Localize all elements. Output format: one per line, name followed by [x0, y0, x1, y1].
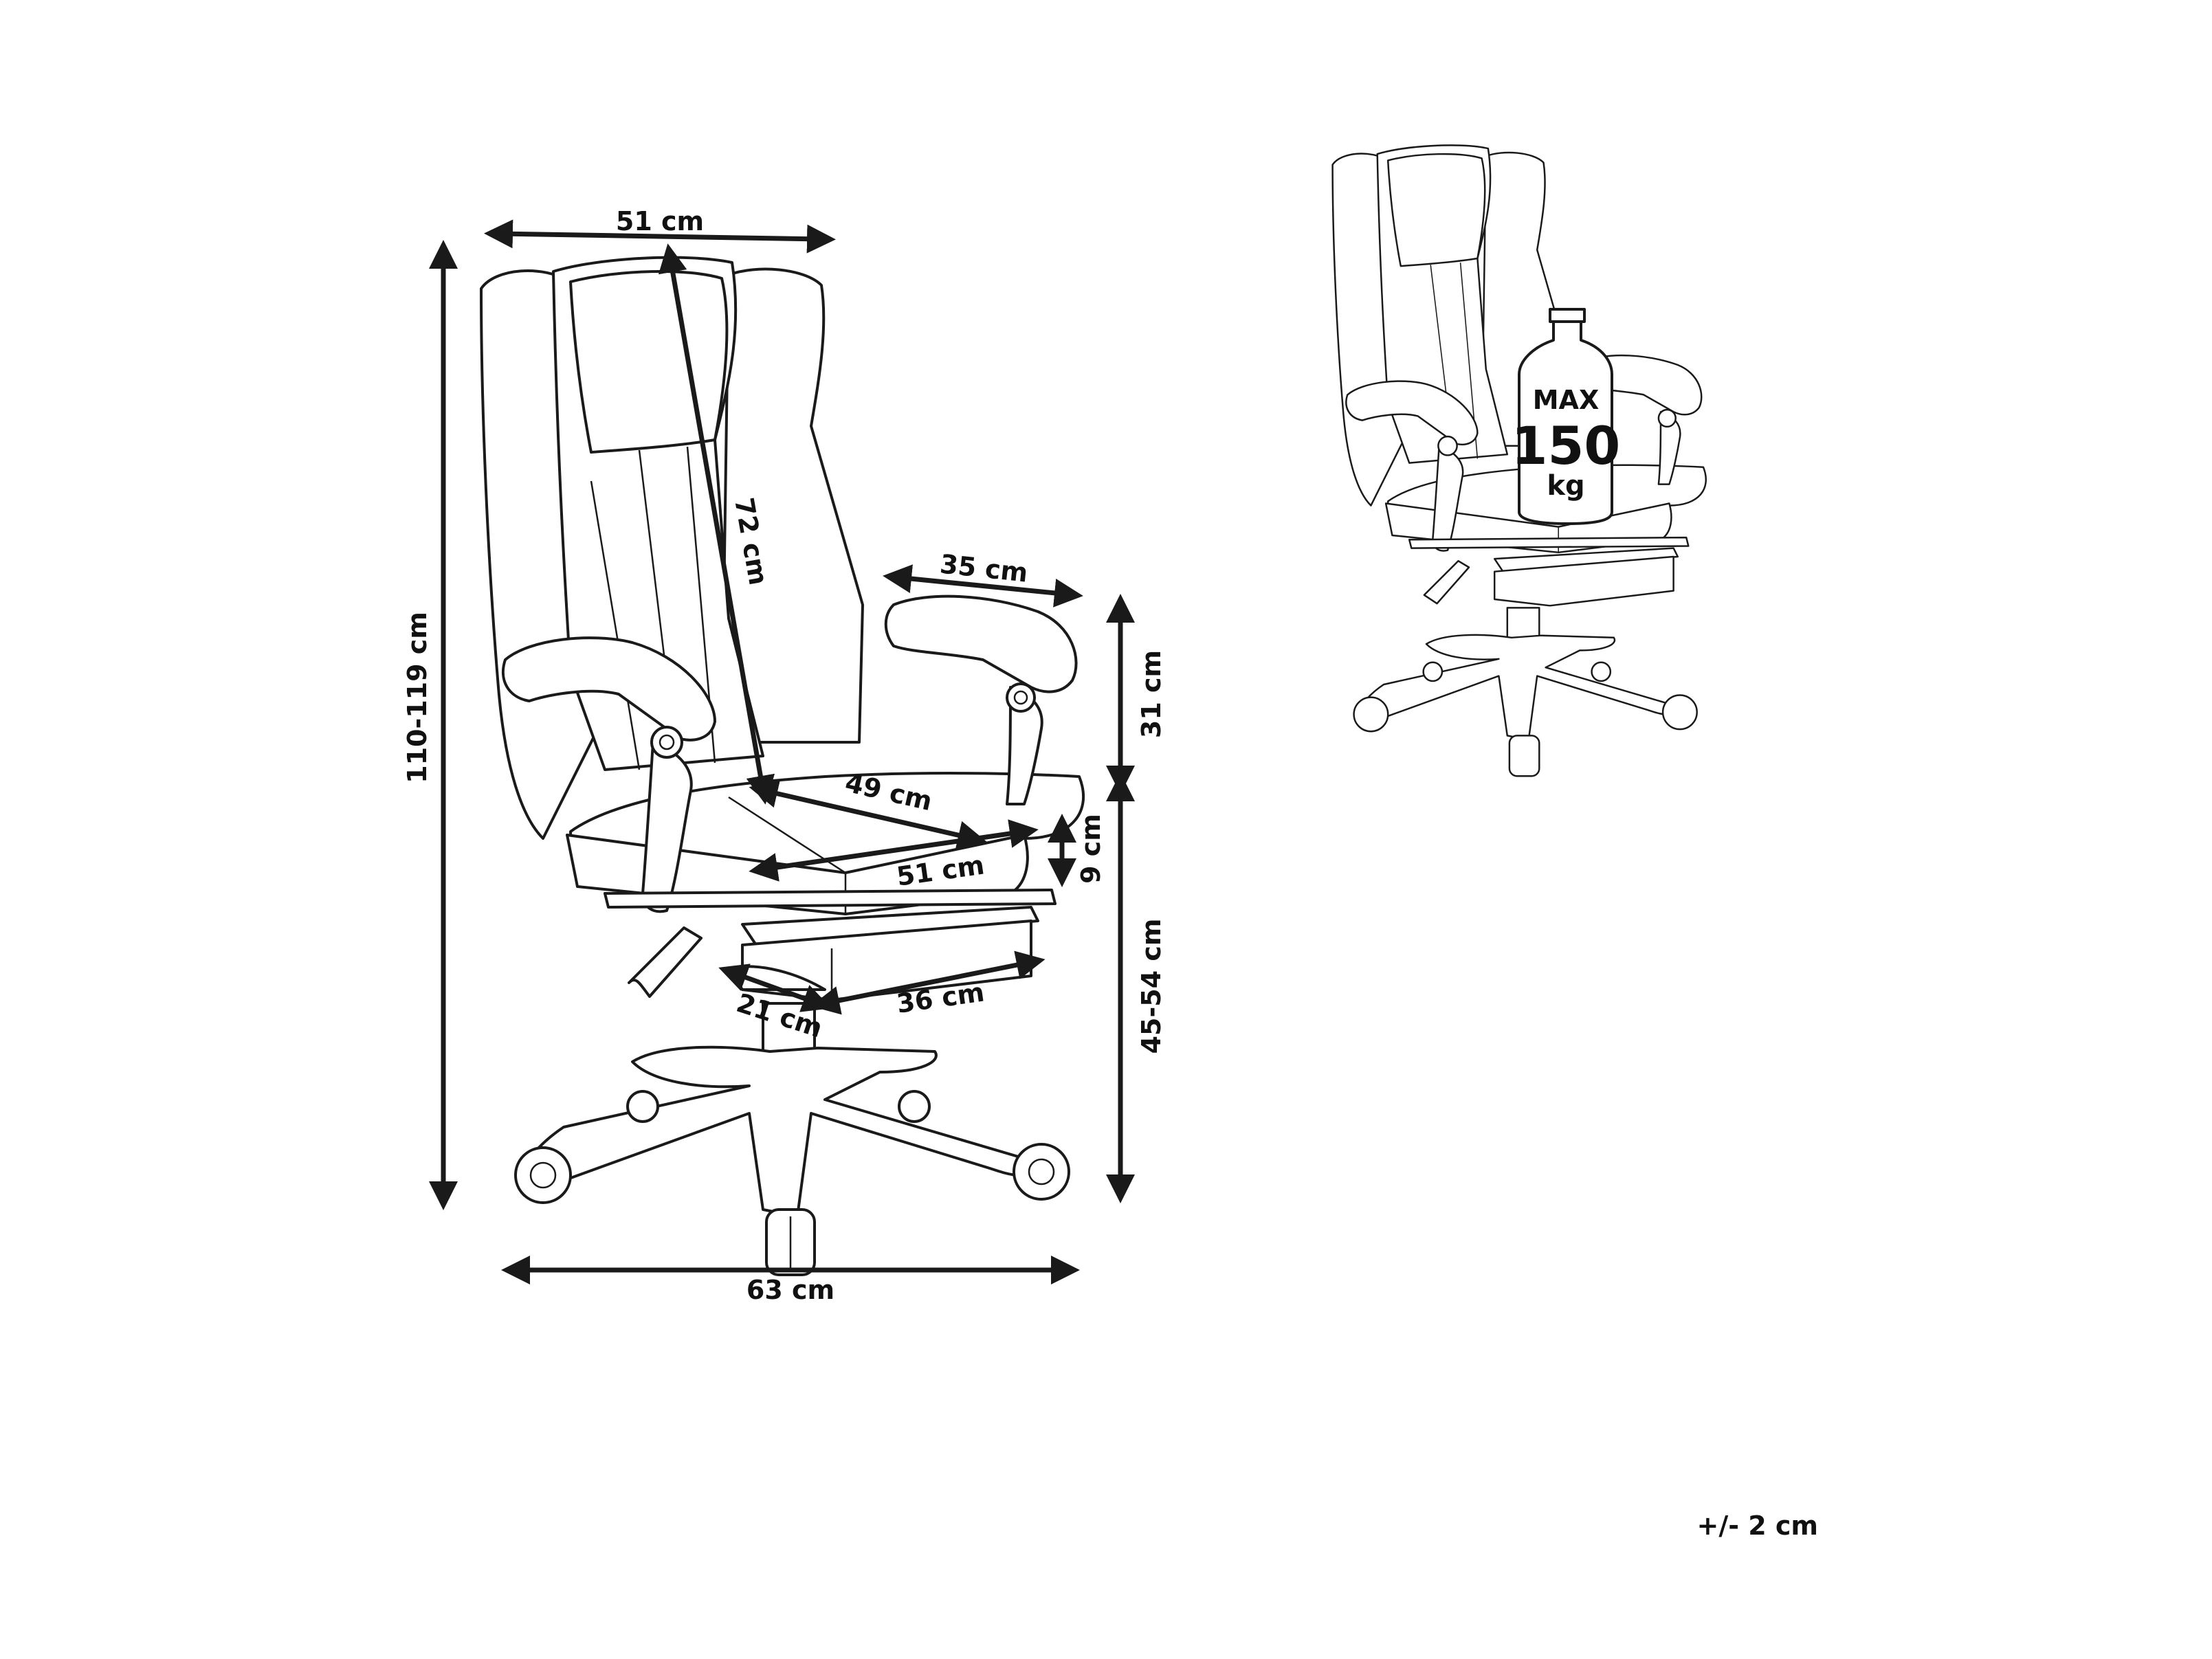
label-base-width: 63 cm: [746, 1275, 834, 1305]
caster-front: [765, 1208, 816, 1276]
caster-back-left: [626, 1090, 659, 1123]
right-armrest-support: [1006, 686, 1043, 805]
label-armrest-height: 31 cm: [1136, 650, 1166, 738]
label-seat-thickness: 9 cm: [1076, 814, 1106, 884]
footrest-pad: [741, 906, 1039, 946]
tolerance-note: +/- 2 cm: [1696, 1511, 1818, 1541]
badge-value: 150: [1512, 415, 1621, 476]
caster-left: [514, 1146, 572, 1204]
label-total-height: 110-119 cm: [402, 612, 432, 783]
right-armrest: [884, 594, 1078, 693]
badge-max: MAX: [1533, 385, 1600, 415]
caster-right: [1013, 1143, 1070, 1201]
label-top-width: 51 cm: [616, 206, 704, 236]
base-star: [518, 1045, 1036, 1218]
footrest-bar: [604, 889, 1057, 909]
weight-icon: [1518, 311, 1613, 525]
headrest: [569, 270, 729, 454]
tilt-lever: [628, 926, 703, 998]
label-seat-height: 45-54 cm: [1136, 919, 1166, 1054]
dimension-arrows: [429, 219, 1135, 1284]
large-chair-drawing: [480, 256, 1085, 1276]
small-chair-drawing: [1331, 144, 1707, 777]
badge-unit: kg: [1547, 470, 1584, 502]
caster-back-right: [898, 1090, 931, 1123]
weight-badge: MAX 150 kg: [1512, 308, 1621, 525]
